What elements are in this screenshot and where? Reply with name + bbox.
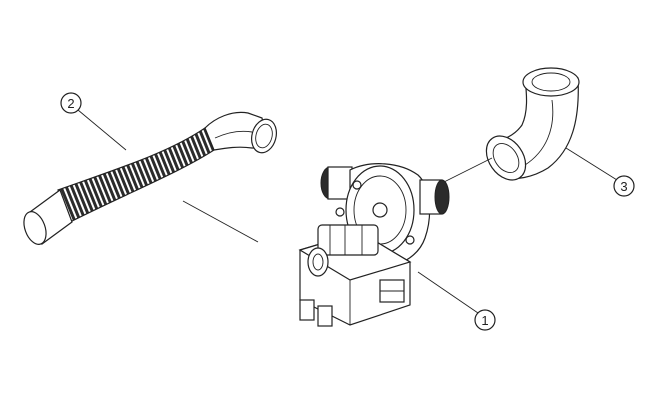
pump-screw-1 — [352, 180, 362, 190]
pump-terminal-left — [299, 299, 315, 321]
pump-rotor-cap-inner — [312, 253, 324, 271]
guide-line-right — [441, 157, 493, 184]
leader-line-2 — [77, 109, 127, 151]
pump-screw-2 — [405, 235, 415, 245]
hose-right-opening-inner — [255, 123, 273, 149]
hose-bend-shade — [214, 130, 253, 139]
callout-circle-3 — [613, 175, 635, 197]
drain-hose — [23, 111, 277, 245]
pump-coil — [317, 224, 379, 256]
leader-line-3 — [565, 147, 618, 181]
callout-3: 3 — [565, 147, 635, 197]
pump-screw-3 — [335, 207, 345, 217]
elbow-connector — [485, 67, 580, 181]
pump-outlet-opening — [434, 179, 450, 215]
hose-corrugated-section — [57, 127, 215, 223]
callout-number-1: 1 — [481, 313, 488, 328]
pump-terminal-right — [317, 305, 333, 327]
callout-circle-2 — [60, 92, 82, 114]
callout-number-3: 3 — [620, 179, 627, 194]
hose-left-opening — [23, 211, 47, 245]
pump-rotor-cap — [307, 247, 329, 277]
drain-pump — [298, 163, 450, 327]
hose-right-opening — [251, 118, 277, 154]
elbow-top-opening — [522, 67, 580, 97]
callout-circle-1 — [474, 309, 496, 331]
pump-hub — [372, 202, 388, 218]
elbow-top-opening-inner — [531, 72, 571, 92]
callout-2: 2 — [60, 92, 127, 151]
pump-inlet-left-pipe — [327, 166, 353, 200]
callout-number-2: 2 — [67, 96, 74, 111]
leader-line-1 — [417, 271, 479, 314]
elbow-shade — [524, 99, 554, 166]
callout-1: 1 — [417, 271, 496, 331]
guide-line-left — [182, 200, 259, 243]
elbow-side-opening — [485, 135, 527, 181]
elbow-side-opening-inner — [492, 143, 520, 173]
